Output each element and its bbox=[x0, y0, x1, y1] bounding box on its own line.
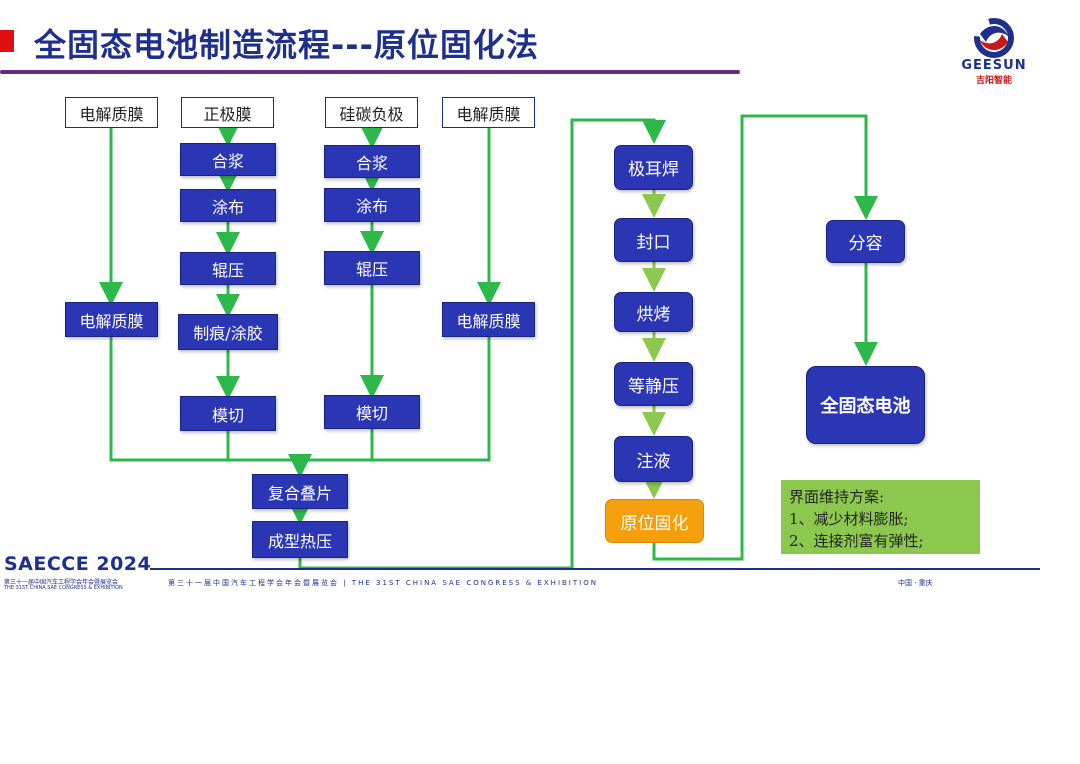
saecce-brand-en: THE 31ST CHINA SAE CONGRESS & EXHIBITION bbox=[4, 585, 123, 591]
cell-step-tab-welding: 极耳焊 bbox=[614, 145, 693, 190]
cell-step-isostatic-press: 等静压 bbox=[614, 362, 693, 406]
logo-name: GEESUN bbox=[961, 58, 1027, 73]
cathode-step-rolling: 辊压 bbox=[180, 252, 276, 285]
composite-stacking-step: 复合叠片 bbox=[252, 474, 348, 509]
anode-step-coating: 涂布 bbox=[324, 188, 420, 222]
cell-step-in-situ-curing: 原位固化 bbox=[605, 499, 704, 543]
cell-step-electrolyte-injection: 注液 bbox=[614, 436, 693, 482]
electrolyte-membrane-left-box: 电解质膜 bbox=[65, 302, 158, 337]
grading-step: 分容 bbox=[826, 220, 905, 263]
footer-congress-line: 第三十一届中国汽车工程学会年会暨展览会 | THE 31ST CHINA SAE… bbox=[168, 579, 598, 587]
forming-hot-press-step: 成型热压 bbox=[252, 521, 348, 558]
final-product-box: 全固态电池 bbox=[806, 366, 925, 444]
saecce-brand-cn: 第三十一届中国汽车工程学会年会暨展览会 bbox=[4, 579, 119, 586]
electrolyte-membrane-right-label: 电解质膜 bbox=[442, 97, 535, 128]
anode-step-rolling: 辊压 bbox=[324, 251, 420, 285]
cathode-step-die-cutting: 模切 bbox=[180, 396, 276, 431]
anode-step-mixing: 合浆 bbox=[324, 145, 420, 178]
note-title: 界面维持方案: bbox=[789, 488, 885, 506]
note-item: 1、减少材料膨胀; bbox=[789, 510, 909, 528]
anode-step-die-cutting: 模切 bbox=[324, 395, 420, 429]
cathode-step-scoring-gluing: 制痕/涂胶 bbox=[178, 314, 278, 350]
electrolyte-membrane-right-box: 电解质膜 bbox=[442, 302, 535, 337]
title-marker bbox=[0, 30, 14, 52]
logo-subtitle: 吉阳智能 bbox=[975, 76, 1012, 86]
geesun-logo-icon bbox=[974, 18, 1014, 58]
footer-rule bbox=[150, 568, 1040, 570]
electrolyte-membrane-left-label: 电解质膜 bbox=[65, 97, 158, 128]
note-item: 2、连接剂富有弹性; bbox=[789, 532, 924, 550]
cell-step-sealing: 封口 bbox=[614, 218, 693, 262]
cathode-step-coating: 涂布 bbox=[180, 189, 276, 222]
title-underline bbox=[0, 70, 740, 74]
silicon-carbon-anode-label: 硅碳负极 bbox=[325, 97, 418, 128]
cathode-step-mixing: 合浆 bbox=[180, 143, 276, 176]
page-title: 全固态电池制造流程---原位固化法 bbox=[34, 26, 539, 64]
saecce-brand: SAECCE 2024 bbox=[4, 553, 152, 575]
cathode-film-label: 正极膜 bbox=[181, 97, 274, 128]
footer-location: 中国 · 重庆 bbox=[898, 579, 933, 587]
interface-solution-note: 界面维持方案: 1、减少材料膨胀; 2、连接剂富有弹性; bbox=[781, 480, 980, 554]
cell-step-baking: 烘烤 bbox=[614, 292, 693, 332]
